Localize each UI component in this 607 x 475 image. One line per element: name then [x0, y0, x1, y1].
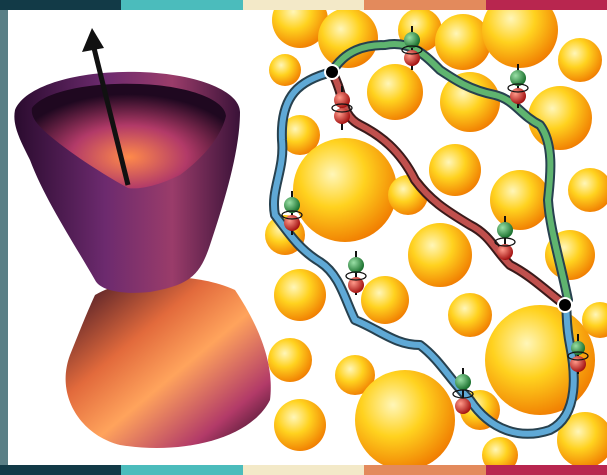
- stripe-segment: [364, 0, 486, 10]
- sphere: [448, 293, 492, 337]
- spin-pair: [452, 368, 474, 414]
- sphere: [361, 276, 409, 324]
- blue-path-core: [271, 69, 577, 437]
- sphere: [429, 144, 481, 196]
- junction-dot: [557, 297, 573, 313]
- sphere: [293, 138, 397, 242]
- sphere: [490, 170, 550, 230]
- stripe-segment: [0, 465, 122, 475]
- sphere: [269, 54, 301, 86]
- sphere: [482, 10, 558, 68]
- stripe-segment: [121, 0, 243, 10]
- red-path-core: [329, 69, 568, 308]
- spin-pair: [567, 334, 589, 374]
- sphere: [268, 338, 312, 382]
- stripe-segment: [0, 0, 122, 10]
- sphere: [482, 437, 518, 465]
- lower-cone: [65, 277, 271, 448]
- junction-dot: [324, 64, 340, 80]
- left-side-bar: [0, 10, 8, 465]
- top-color-stripe: [0, 0, 607, 10]
- sphere: [568, 168, 607, 212]
- dirac-cone-panel: [14, 28, 271, 448]
- cone-interior: [31, 83, 227, 189]
- stripe-segment: [485, 0, 607, 10]
- spin-pair: [494, 216, 516, 260]
- spin-arrow-head: [82, 28, 104, 52]
- spin-arrow-shaft: [89, 39, 131, 186]
- spin-markers: [281, 26, 589, 414]
- sphere: [408, 223, 472, 287]
- sphere: [558, 38, 602, 82]
- sphere: [582, 302, 607, 338]
- spin-pair: [331, 86, 353, 130]
- stripe-segment: [242, 0, 365, 10]
- sphere: [440, 72, 500, 132]
- green-path-core: [329, 41, 571, 303]
- sphere: [367, 64, 423, 120]
- packed-spheres-panel: [265, 10, 607, 465]
- stripe-segment: [485, 465, 607, 475]
- sphere: [355, 370, 455, 465]
- conduction-paths: [269, 39, 579, 439]
- spin-pair: [281, 191, 303, 235]
- sphere: [274, 269, 326, 321]
- sphere: [335, 355, 375, 395]
- stripe-segment: [121, 465, 243, 475]
- sphere: [435, 14, 491, 70]
- stripe-segment: [242, 465, 365, 475]
- stripe-segment: [364, 465, 486, 475]
- sphere: [557, 412, 607, 465]
- sphere: [274, 399, 326, 451]
- spin-pair: [507, 64, 529, 108]
- spin-pair: [401, 26, 423, 70]
- spin-pair: [345, 251, 367, 295]
- bottom-color-stripe: [0, 465, 607, 475]
- sphere: [280, 115, 320, 155]
- sphere: [318, 10, 378, 68]
- sphere: [272, 10, 328, 48]
